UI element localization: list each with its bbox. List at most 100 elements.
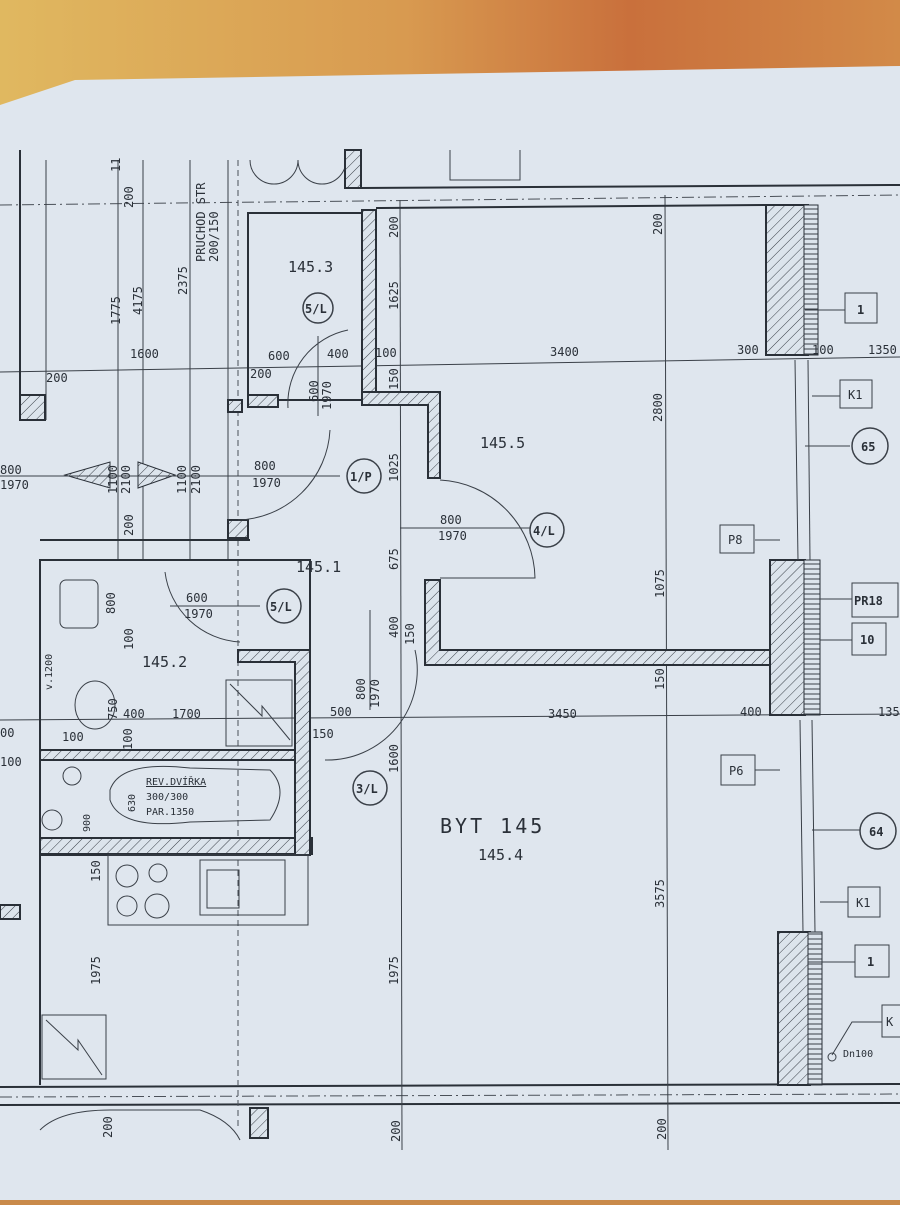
dim-label: 400 — [327, 347, 349, 361]
box-1-bottom: 1 — [867, 955, 874, 969]
stove-burner — [148, 863, 168, 883]
box-k-edge: K — [886, 1015, 894, 1029]
dim-label: 200 — [250, 367, 272, 381]
dim-label: 600 — [268, 349, 290, 363]
dim-label: 200 — [387, 216, 401, 238]
apartment-label: BYT 145 — [440, 814, 545, 838]
dim-label: 3400 — [550, 345, 579, 359]
notes: PRUCHOD STR 200/150 REV.DVÍŘKA 300/300 P… — [44, 182, 873, 1060]
note-pruchod-size: 200/150 — [207, 211, 221, 262]
leader-lines — [755, 309, 882, 1062]
dim-label: 1970 — [252, 476, 281, 490]
bathtub — [109, 765, 281, 825]
dim-label: 1600 — [130, 347, 159, 361]
dim-label: 1975 — [387, 956, 401, 985]
dim-label: 800 — [254, 459, 276, 473]
dim-label: 4175 — [131, 286, 145, 315]
door-swings — [0, 329, 536, 761]
note-revdvirka: REV.DVÍŘKA — [146, 775, 206, 788]
dim-label: 100 — [122, 628, 136, 650]
room-145-5: 145.5 — [480, 434, 525, 452]
dim-label: 1100 — [106, 465, 120, 494]
dim-label: 1970 — [438, 529, 467, 543]
door-tag-3l: 3/L — [356, 782, 378, 796]
dim-label: 200 — [389, 1120, 403, 1142]
dim-label: 150 — [387, 368, 401, 390]
box-pr18: PR18 — [854, 594, 883, 608]
dim-label: 1970 — [368, 679, 382, 708]
dim-label: 1700 — [172, 707, 201, 721]
note-dn100: Dn100 — [843, 1049, 873, 1060]
room-145-2: 145.2 — [142, 653, 187, 671]
box-10: 10 — [860, 633, 874, 647]
washbasin — [59, 579, 99, 629]
dim-label: 100 — [121, 728, 135, 750]
dim-label: 1350 — [868, 343, 897, 357]
dim-label: 200 — [122, 514, 136, 536]
door-tag-circle — [352, 770, 388, 806]
door-tag-5l-bath: 5/L — [270, 600, 292, 614]
dim-label: 135 — [878, 705, 900, 719]
dim-label: 400 — [387, 616, 401, 638]
box-p8: P8 — [728, 533, 742, 547]
fridge-box — [41, 1014, 107, 1080]
dim-label: 600 — [307, 380, 321, 402]
walls — [0, 150, 823, 1139]
tags — [266, 292, 900, 1038]
window-tag-64: 64 — [869, 825, 883, 839]
dim-label: 1970 — [184, 607, 213, 621]
note-v1200: v.1200 — [44, 654, 55, 690]
dim-label: 2375 — [176, 266, 190, 295]
dim-label: 200 — [122, 186, 136, 208]
room-labels: 145.3 145.5 145.1 145.2 BYT 145 145.4 — [142, 258, 545, 864]
dim-label: 150 — [89, 860, 103, 882]
door-tag-circle — [529, 512, 565, 548]
dim-label: 1075 — [653, 569, 667, 598]
window-tag-65: 65 — [861, 440, 875, 454]
dim-label: 1025 — [387, 453, 401, 482]
door-swing — [164, 571, 241, 643]
dim-label: 630 — [127, 794, 138, 812]
dim-label: 1970 — [320, 381, 334, 410]
dim-label: 100 — [375, 346, 397, 360]
stove-burner — [115, 864, 139, 888]
stair-arrow-right — [137, 461, 177, 489]
dim-label: 800 — [440, 513, 462, 527]
dim-label: 00 — [0, 726, 14, 740]
dim-label: 3575 — [653, 879, 667, 908]
window-tag-circle — [851, 427, 889, 465]
dim-label: 1975 — [89, 956, 103, 985]
box-1-top: 1 — [857, 303, 864, 317]
door-swing — [324, 649, 418, 761]
dim-label: 200 — [46, 371, 68, 385]
dim-label: 200 — [651, 213, 665, 235]
fixtures — [39, 149, 521, 1141]
dim-label: 1100 — [175, 465, 189, 494]
door-tag-5l: 5/L — [305, 302, 327, 316]
shower-tray — [225, 679, 293, 747]
toilet — [74, 680, 116, 730]
door-tag-1p: 1/P — [350, 470, 372, 484]
dim-label: 2100 — [189, 465, 203, 494]
dim-label: 400 — [740, 705, 762, 719]
dim-label: 3450 — [548, 707, 577, 721]
dim-label: 150 — [312, 727, 334, 741]
box-k1-bottom: K1 — [856, 896, 870, 910]
window-tag-circle — [859, 812, 897, 850]
note-rev-par: PAR.1350 — [146, 807, 194, 818]
dim-label: 300 — [737, 343, 759, 357]
kitchen-sink — [199, 859, 286, 916]
dim-label: 800 — [0, 463, 22, 477]
dim-label: 11 — [109, 158, 123, 172]
dim-label: 900 — [82, 814, 93, 832]
stair-arrow-left — [63, 461, 111, 489]
stove-burner — [144, 893, 170, 919]
dimension-labels: 200 1600 200 600 400 100 3400 300 100 13… — [0, 158, 900, 1142]
dim-label: 800 — [354, 678, 368, 700]
door-tag-circle — [346, 458, 382, 494]
dim-label: 200 — [655, 1118, 669, 1140]
axis-lines — [0, 160, 900, 1151]
dim-label: 800 — [104, 592, 118, 614]
